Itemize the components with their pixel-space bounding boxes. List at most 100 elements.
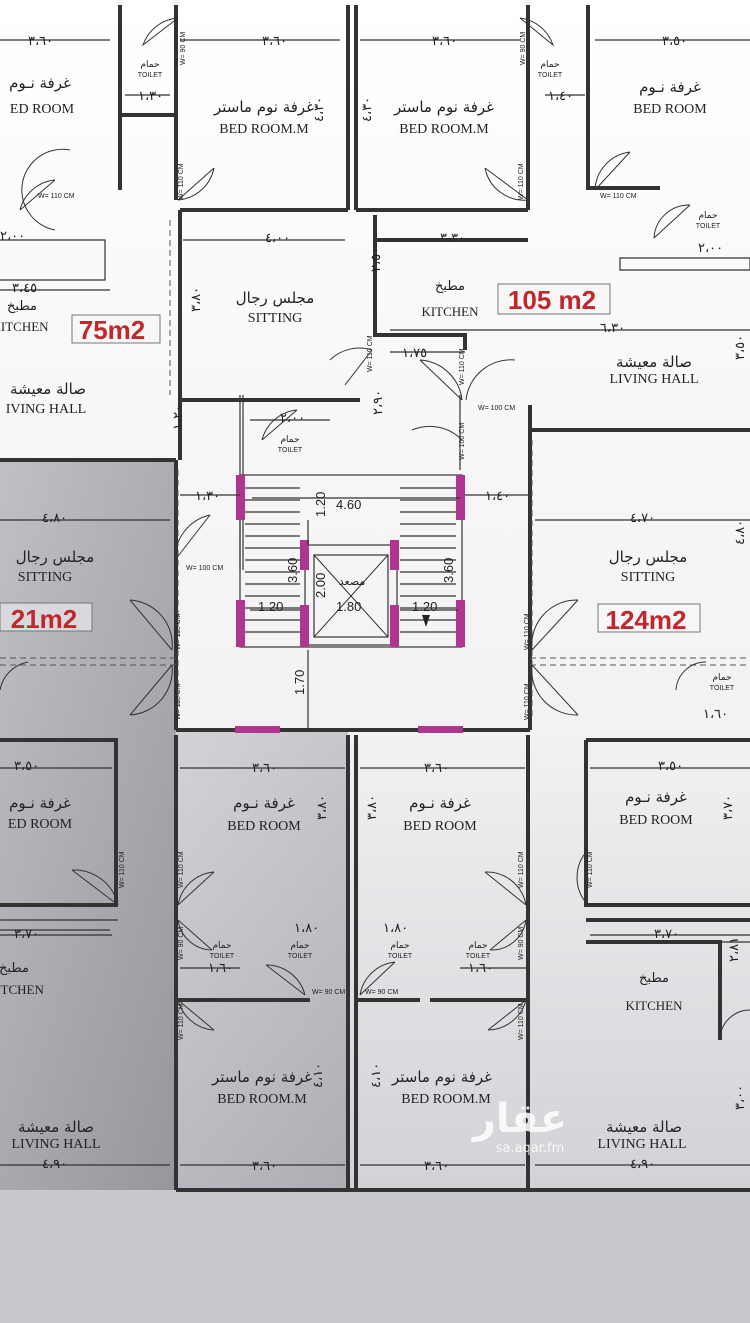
column: [456, 600, 465, 647]
room-name-ar: غرفة نـوم: [639, 78, 701, 96]
room-tl-kitchen: مطبخ KITCHEN: [0, 299, 49, 334]
room-name-en: LIVING HALL: [11, 1137, 100, 1152]
column: [456, 475, 465, 520]
svg-text:TOILET: TOILET: [388, 953, 413, 960]
room-name-en: BED ROOM: [227, 819, 301, 834]
room-name-ar: مطبخ: [435, 279, 465, 294]
stair-dimension: 4.60: [336, 497, 361, 512]
stair-dimension: 1.70: [292, 670, 307, 695]
room-name-en: BED ROOM: [633, 102, 707, 117]
dimension: ١،٨٠: [383, 920, 408, 935]
dimension: ٣،٧٠: [654, 926, 679, 941]
room-name-ar: مجلس رجال: [609, 548, 688, 566]
room-name-en: ED ROOM: [8, 817, 73, 832]
door-tag: W= 110 CM: [178, 163, 185, 200]
svg-text:TOILET: TOILET: [538, 72, 563, 79]
toilet-label: حمام TOILET: [710, 673, 735, 692]
stair-dimension: 1.20: [258, 599, 283, 614]
dimension: ٣،٦٠: [424, 1158, 449, 1173]
dimension: ٣،٦٠: [262, 33, 287, 48]
room-name-en: ED ROOM: [10, 102, 75, 117]
room-bl-bedroom: غرفة نـوم ED ROOM: [8, 794, 73, 832]
room-name-en: SITTING: [621, 570, 675, 585]
dimension: ٦،٣٠: [600, 320, 625, 335]
dimension: ٢،٥٠: [368, 247, 383, 272]
dimension: ٤،٣٠: [311, 97, 326, 122]
svg-text:TOILET: TOILET: [466, 953, 491, 960]
room-name-en: BED ROOM.M: [401, 1092, 491, 1107]
room-name-en: KITCHEN: [625, 998, 683, 1013]
room-name-en: BED ROOM.M: [399, 122, 489, 137]
door-tag: W= 110 CM: [459, 348, 466, 385]
dimension: ٣،٧٠: [720, 795, 735, 820]
stair-core: [235, 474, 465, 733]
elevator-label: مصعد: [339, 575, 366, 588]
dimension: ٢،٠٠: [0, 228, 25, 243]
toilet-labels: حمام TOILET حمام TOILET حمام TOILET حمام TOI…: [138, 60, 735, 960]
room-br-kitchen: مطبخ KITCHEN: [625, 971, 683, 1013]
room-bl-living: صالة معيشة LIVING HALL: [11, 1118, 100, 1152]
door-tag: W= 110 CM: [524, 613, 531, 650]
stair-dimension: 3.60: [441, 558, 456, 583]
svg-text:حمام: حمام: [712, 673, 731, 683]
column: [390, 540, 399, 570]
dimension-lines: [0, 39, 750, 1166]
room-tr-bedroom: غرفة نـوم BED ROOM: [633, 78, 707, 117]
column: [300, 605, 309, 647]
dimension: ٤،١٠: [368, 1063, 383, 1088]
door-tag: W= 110 CM: [38, 193, 75, 200]
column: [235, 726, 280, 733]
dimension: ٢،٩٠: [370, 390, 385, 415]
stair-dimension: 1.80: [336, 599, 361, 614]
door-tag: W= 90 CM: [178, 927, 185, 960]
room-name-ar: غرفة نـوم: [409, 794, 471, 812]
dimension: ٤،١٠: [310, 1063, 325, 1088]
room-name-ar: غرفة نـوم: [9, 74, 71, 92]
room-name-ar: مطبخ: [0, 961, 29, 976]
area-badge-mr: 124m2: [597, 603, 701, 635]
svg-text:حمام: حمام: [698, 211, 717, 221]
room-mr-sitting: مجلس رجال SITTING: [609, 548, 688, 585]
dimension: ١،٣٠: [195, 488, 220, 503]
svg-text:TOILET: TOILET: [710, 685, 735, 692]
shaded-unit-left: [0, 460, 176, 1190]
room-name-en: SITTING: [18, 570, 72, 585]
dimension: ٣،٠٠: [732, 1085, 747, 1110]
area-badge-ml: 21m2: [0, 602, 93, 634]
room-name-en: ITCHEN: [0, 982, 44, 997]
door-tag: W= 110 CM: [600, 193, 637, 200]
room-b1-master: غرفة نوم ماستر BED ROOM.M: [211, 1068, 312, 1107]
svg-text:TOILET: TOILET: [696, 223, 721, 230]
room-name-en: BED ROOM: [619, 813, 693, 828]
room-bl-kitchen: مطبخ ITCHEN: [0, 961, 44, 997]
area-badge-tl: 75m2: [71, 314, 161, 345]
column: [300, 540, 309, 570]
door-tag: W= 110 CM: [178, 1003, 185, 1040]
area-value: 75m2: [79, 315, 146, 345]
dimension: ٤،٨٠: [732, 520, 747, 545]
area-badge-tr: 105 m2: [497, 283, 611, 315]
svg-text:حمام: حمام: [212, 941, 231, 951]
dimension: ٣،٨٠: [314, 795, 329, 820]
dimension: ١،٣٠: [138, 88, 163, 103]
door-tag: W= 90 CM: [518, 927, 525, 960]
room-t-kitchen: مطبخ KITCHEN: [421, 279, 479, 319]
dimension: ٤،٣٠: [359, 97, 374, 122]
area-value: 21m2: [11, 604, 78, 634]
room-name-ar: غرفة نوم ماستر: [393, 98, 494, 116]
dimension: ٣،٨٠: [364, 795, 379, 820]
room-name-ar: مطبخ: [639, 971, 669, 986]
dimension: ٣،٤٥: [12, 280, 37, 295]
svg-text:حمام: حمام: [140, 60, 159, 70]
dimension: ٣،٦٠: [432, 33, 457, 48]
room-name-ar: مجلس رجال: [16, 548, 95, 566]
room-name-en: BED ROOM.M: [217, 1092, 307, 1107]
stair-dimension: 3.60: [285, 558, 300, 583]
dimension: ١،٤٠: [548, 88, 573, 103]
stair-dimension: 1.20: [412, 599, 437, 614]
